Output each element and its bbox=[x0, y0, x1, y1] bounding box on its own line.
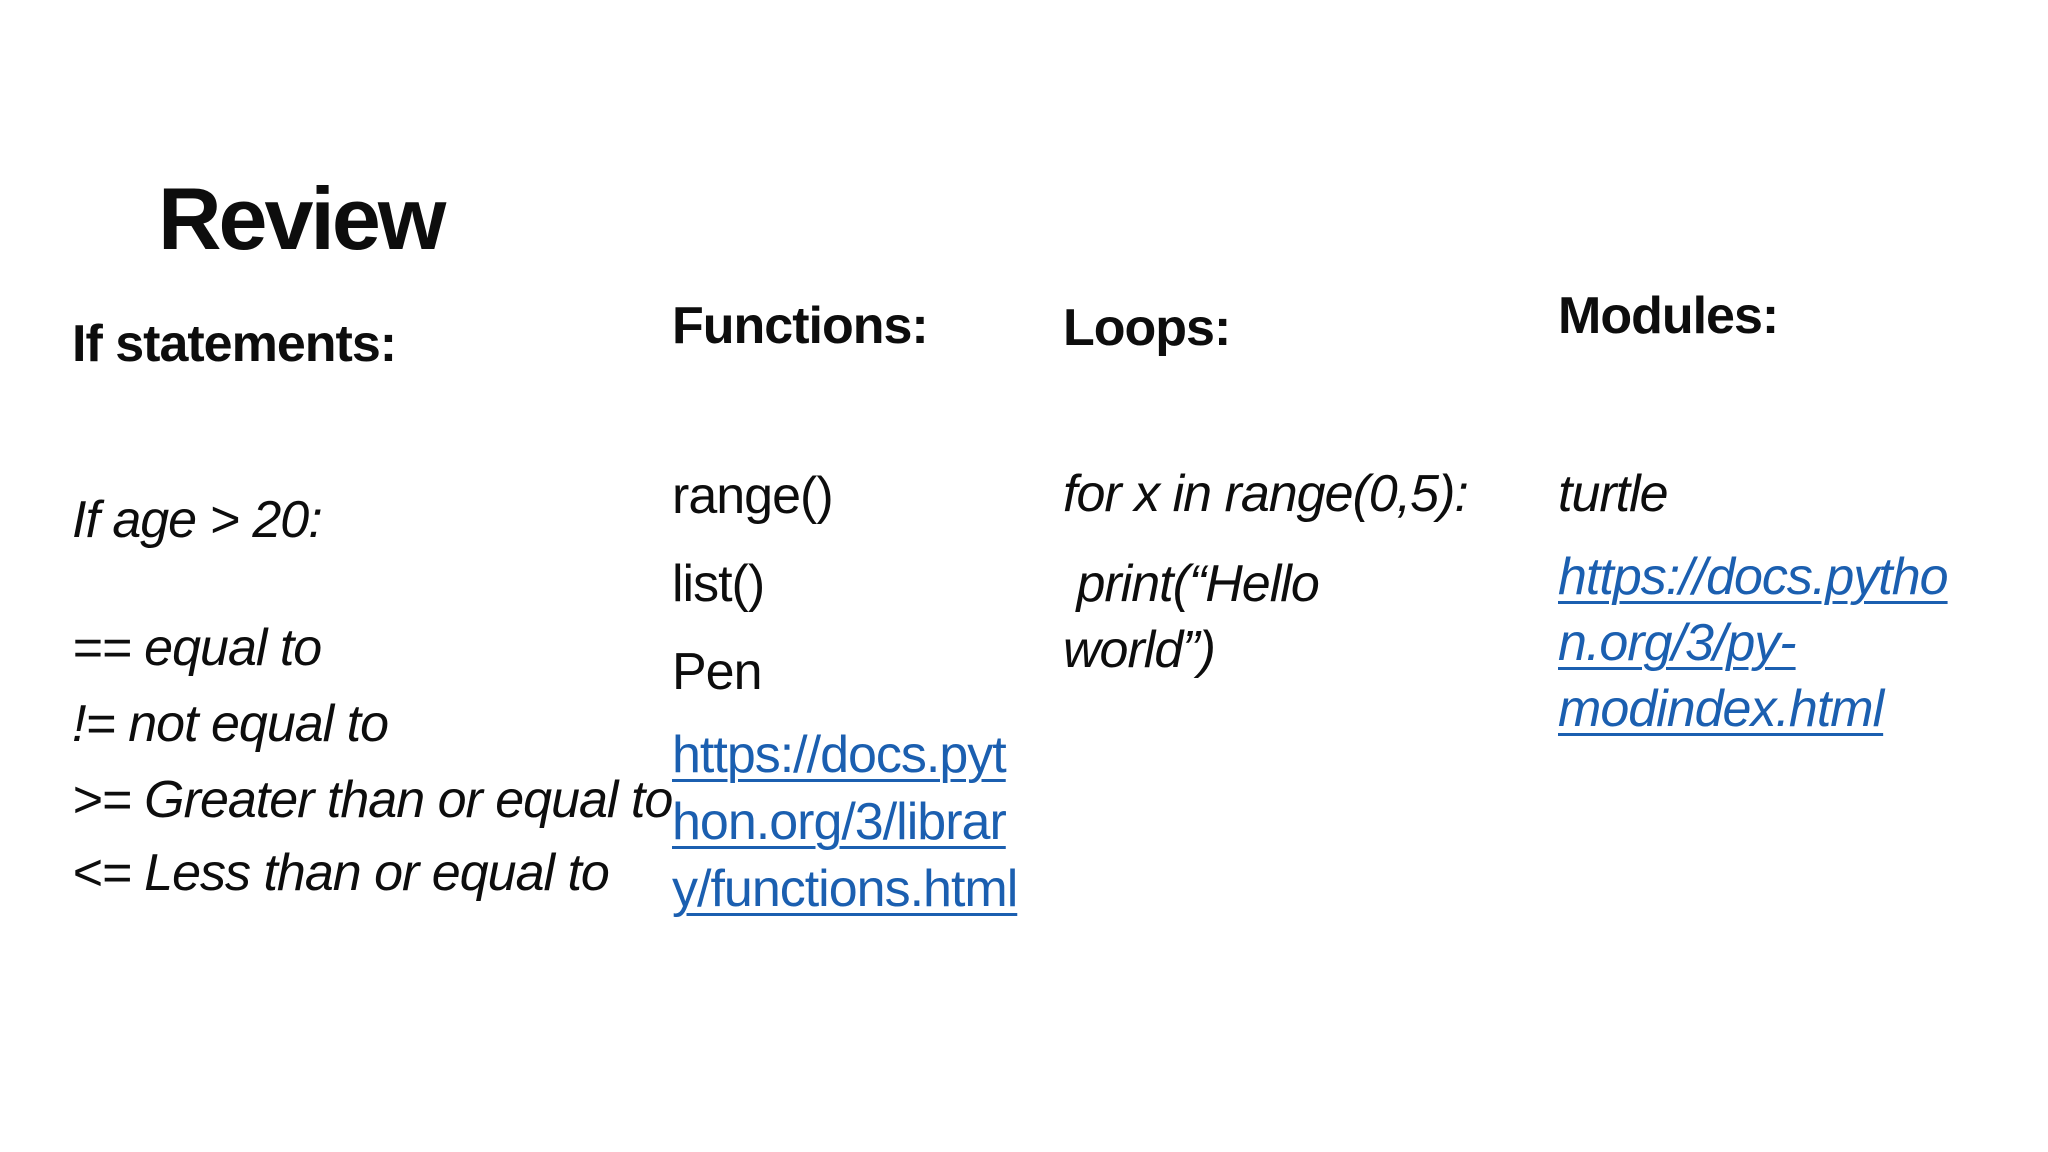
operator-less-equal: <= Less than or equal to bbox=[72, 844, 610, 902]
loop-for-code: for x in range(0,5): bbox=[1063, 465, 1469, 523]
if-example-code: If age > 20: bbox=[72, 491, 323, 549]
functions-heading: Functions: bbox=[672, 297, 929, 355]
loop-print-code: print(“Hello world”) bbox=[1063, 555, 1320, 679]
modules-heading: Modules: bbox=[1558, 287, 1779, 345]
functions-doc-link[interactable]: https://docs.pyt hon.org/3/librar y/func… bbox=[672, 726, 1018, 918]
operator-greater-equal: >= Greater than or equal to bbox=[72, 771, 673, 829]
functions-list: range() list() Pen bbox=[672, 467, 834, 701]
operator-equal: == equal to bbox=[72, 619, 322, 677]
operator-not-equal: != not equal to bbox=[72, 695, 389, 753]
if-statements-heading: If statements: bbox=[72, 315, 397, 373]
loops-heading: Loops: bbox=[1063, 299, 1231, 357]
slide-title: Review bbox=[158, 168, 446, 268]
modules-index-link[interactable]: https://docs.pytho n.org/3/py- modindex.… bbox=[1558, 548, 1949, 738]
module-turtle: turtle bbox=[1558, 465, 1669, 523]
